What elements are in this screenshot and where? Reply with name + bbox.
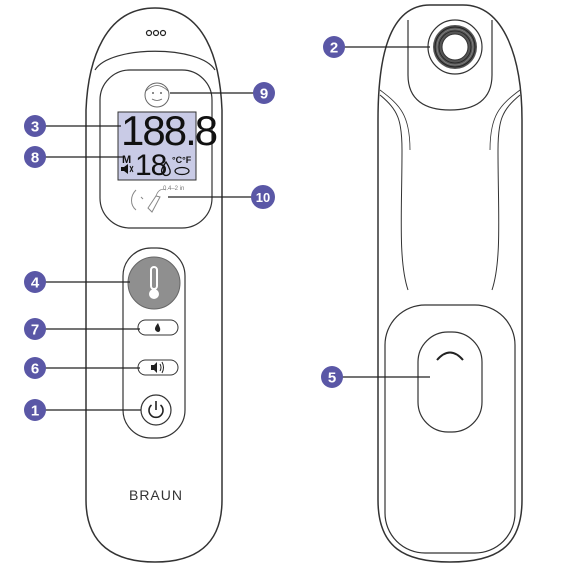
back-view xyxy=(377,4,523,563)
back-contour-right-inner xyxy=(489,89,521,151)
lcd-drop-icon xyxy=(160,160,171,177)
indicator-dots xyxy=(145,29,167,37)
drop-icon xyxy=(154,323,161,332)
callout-badge-9: 9 xyxy=(253,82,275,104)
measure-distance-icon xyxy=(131,188,167,213)
lcd-mode-letters: M xyxy=(122,154,131,166)
callout-badge-1: 1 xyxy=(24,399,46,421)
brand-logo: BRAUN xyxy=(129,487,183,503)
measure-button[interactable] xyxy=(127,256,181,310)
svg-text:7: 7 xyxy=(31,322,39,339)
back-head-cap xyxy=(407,20,493,111)
svg-text:10: 10 xyxy=(256,190,270,205)
front-head-arc xyxy=(94,50,216,71)
speaker-icon xyxy=(151,361,164,374)
power-icon xyxy=(148,401,164,419)
back-contour-right xyxy=(491,94,521,291)
svg-text:3: 3 xyxy=(31,119,39,136)
release-arrow-icon xyxy=(436,351,464,361)
callout-badge-5: 5 xyxy=(321,366,343,388)
callout-badge-2: 2 xyxy=(323,36,345,58)
svg-text:5: 5 xyxy=(328,370,336,387)
callout-badge-3: 3 xyxy=(24,115,46,137)
svg-text:4: 4 xyxy=(31,275,40,292)
power-button[interactable] xyxy=(140,394,172,426)
front-view: 188.8 M 18 °C°F 0.4–2 in xyxy=(85,7,223,563)
leader-lines xyxy=(44,46,430,411)
lcd-unit: °C°F xyxy=(172,155,192,165)
sensor-icon xyxy=(427,19,483,75)
lcd-speaker-icon xyxy=(121,164,134,174)
callout-badge-6: 6 xyxy=(24,357,46,379)
svg-text:9: 9 xyxy=(260,86,268,103)
mode-button[interactable] xyxy=(137,319,179,336)
callout-badge-10: 10 xyxy=(251,185,275,209)
distance-label: 0.4–2 in xyxy=(163,186,184,192)
svg-text:6: 6 xyxy=(31,361,39,378)
face-icon xyxy=(144,82,170,108)
lcd-arrow-icon xyxy=(174,166,190,176)
lcd-temperature: 188.8 xyxy=(121,107,217,154)
back-contour-left-inner xyxy=(379,89,411,151)
thermometer-icon xyxy=(149,266,159,299)
callout-badge-7: 7 xyxy=(24,318,46,340)
back-contour-left xyxy=(379,94,409,291)
svg-text:1: 1 xyxy=(31,403,39,420)
svg-text:8: 8 xyxy=(31,150,39,167)
lcd-memory-digits: 18 xyxy=(135,149,167,182)
callout-badge-4: 4 xyxy=(24,271,46,293)
sound-button[interactable] xyxy=(137,359,179,376)
battery-cover-release[interactable] xyxy=(417,331,483,433)
svg-text:2: 2 xyxy=(330,40,338,57)
callout-badge-8: 8 xyxy=(24,146,46,168)
